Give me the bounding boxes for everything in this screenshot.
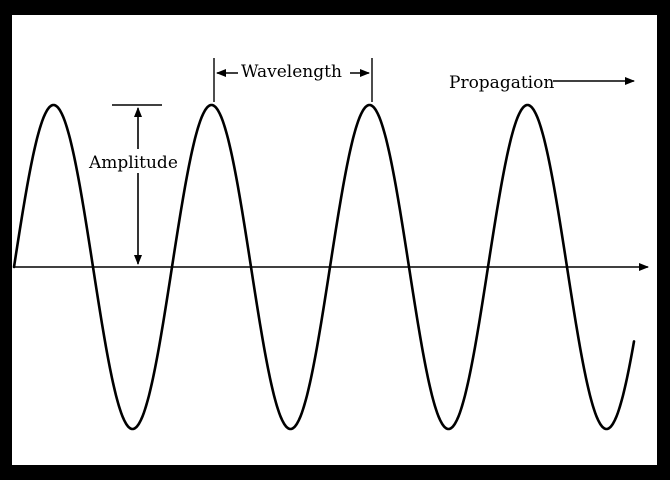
wavelength-label-bg [238, 60, 350, 82]
wavelength-label: Wavelength [241, 62, 342, 82]
sine-wave [12, 103, 636, 431]
propagation-label: Propagation [449, 73, 554, 93]
amplitude-label-bg [86, 149, 184, 173]
amplitude-label: Amplitude [88, 153, 178, 173]
